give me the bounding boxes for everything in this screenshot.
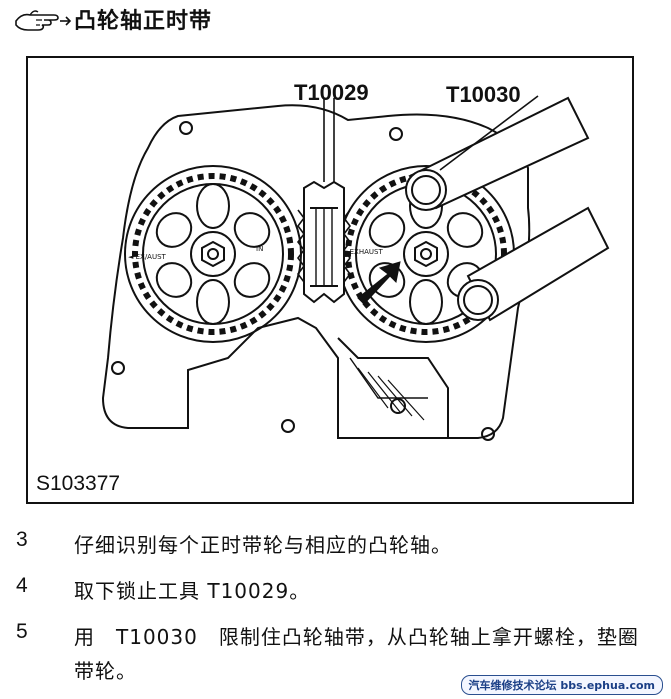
step-text: 仔细识别每个正时带轮与相应的凸轮轴。 — [74, 533, 452, 557]
step-item: 4 取下锁止工具 T10029。 — [16, 574, 654, 608]
mount-hole — [111, 361, 125, 375]
step-text: 取下锁止工具 T10029。 — [74, 579, 311, 603]
step-item: 5 用 T10030 限制住凸轮轴带，从凸轮轴上拿开螺栓，垫圈带轮。 — [16, 620, 654, 688]
mount-hole — [179, 121, 193, 135]
camshaft-timing-diagram: ◄ EX/AUST IN ◄ EXHAUST — [101, 95, 610, 441]
page-header: 凸轮轴正时带 — [14, 4, 212, 34]
locking-tool-t10029 — [297, 180, 351, 304]
pointing-hand-icon — [15, 10, 72, 31]
mount-hole — [281, 419, 295, 433]
step-text: 用 T10030 限制住凸轮轴带，从凸轮轴上拿开螺栓，垫圈带轮。 — [74, 625, 639, 683]
page-title: 凸轮轴正时带 — [74, 9, 213, 34]
in-engraving: IN — [256, 245, 263, 253]
right-sprocket-engraving: ◄ EXHAUST — [342, 248, 383, 256]
step-number: 5 — [16, 620, 28, 643]
housing-outline — [101, 104, 531, 439]
forum-watermark: 汽车维修技术论坛 bbs.ephua.com — [460, 675, 663, 695]
left-cam-sprocket — [124, 165, 302, 343]
direction-arrow — [357, 261, 401, 305]
figure-id: S103377 — [36, 472, 121, 495]
mount-hole — [481, 427, 495, 441]
technical-illustration: ◄ EX/AUST IN ◄ EXHAUST — [26, 56, 634, 504]
holding-tool-t10030 — [405, 96, 610, 322]
tool-label-t10029: T10029 — [294, 80, 369, 105]
left-sprocket-engraving: ◄ EX/AUST — [128, 253, 167, 261]
mount-hole — [389, 127, 403, 141]
tool-label-t10030: T10030 — [446, 82, 521, 107]
step-number: 4 — [16, 574, 28, 597]
step-number: 3 — [16, 528, 28, 551]
step-item: 3 仔细识别每个正时带轮与相应的凸轮轴。 — [16, 528, 654, 562]
